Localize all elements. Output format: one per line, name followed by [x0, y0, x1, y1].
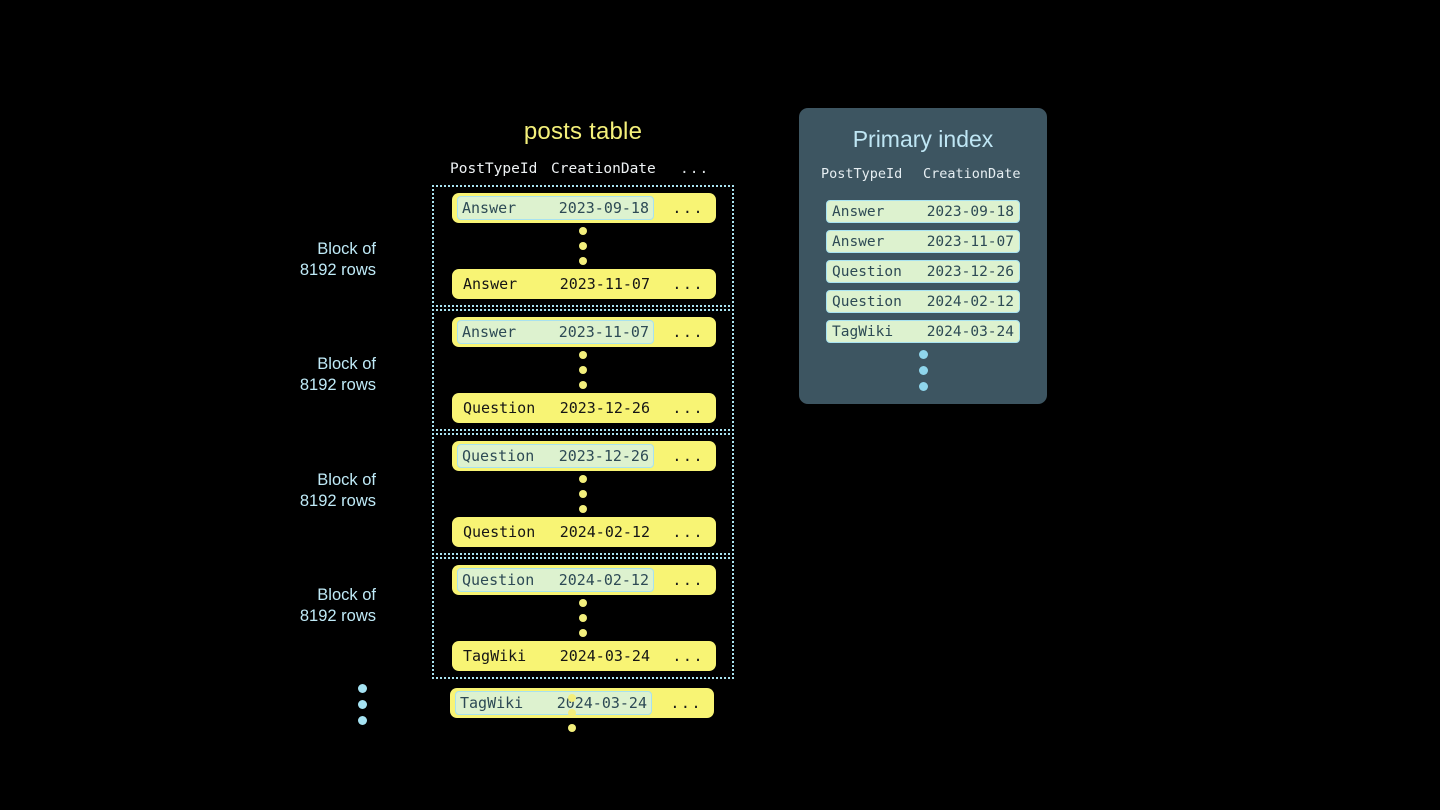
cell-posttypeid: Question: [463, 523, 536, 541]
posts-table-group: posts table PostTypeId CreationDate ... …: [432, 118, 734, 726]
block-label-line1: Block of: [317, 586, 376, 604]
table-row: Answer 2023-11-07 ...: [452, 317, 716, 347]
cell-posttypeid: Answer: [462, 199, 517, 217]
row-key-cells: TagWiki 2024-03-24: [455, 691, 652, 715]
cell-posttypeid: Answer: [462, 323, 517, 341]
cell-more: ...: [672, 523, 704, 541]
table-row: TagWiki 2024-03-24 ...: [450, 688, 714, 718]
trailing-row-group: TagWiki 2024-03-24 ...: [432, 681, 734, 724]
row-ellipsis-dots: [434, 347, 732, 393]
index-cell-posttypeid: TagWiki: [832, 323, 894, 340]
cell-creationdate: 2023-11-07: [558, 323, 649, 341]
posts-table-blocks: Answer 2023-09-18 ... Answer 2023-11-07 …: [432, 185, 734, 724]
table-row: Answer 2023-11-07 ...: [452, 269, 716, 299]
cell-more: ...: [672, 323, 704, 341]
cell-more: ...: [670, 694, 702, 712]
index-row: Question 2024-02-12: [826, 290, 1020, 313]
cell-posttypeid: Question: [462, 447, 535, 465]
cell-more: ...: [672, 647, 704, 665]
table-continuation-dots: [568, 694, 576, 732]
cell-more: ...: [672, 199, 704, 217]
table-row: Answer 2023-09-18 ...: [452, 193, 716, 223]
row-key-cells: Question 2024-02-12: [457, 568, 654, 592]
primary-index-title: Primary index: [852, 126, 994, 152]
blocks-continuation-dots: [358, 684, 367, 725]
block-label-line1: Block of: [317, 355, 376, 373]
block-label: Block of 8192 rows: [246, 470, 376, 512]
row-key-cells: Question 2023-12-26: [457, 444, 654, 468]
posts-table-column-headers: PostTypeId CreationDate ...: [432, 161, 734, 185]
table-block: Question 2023-12-26 ... Question 2024-02…: [432, 433, 734, 555]
table-row: Question 2024-02-12 ...: [452, 565, 716, 595]
cell-more: ...: [672, 275, 704, 293]
block-label-line1: Block of: [317, 240, 376, 258]
cell-creationdate: 2024-03-24: [556, 694, 647, 712]
block-label-line2: 8192 rows: [299, 376, 376, 394]
primary-index-rows: Answer 2023-09-18 Answer 2023-11-07 Ques…: [799, 200, 1047, 343]
index-continuation-dots: [799, 350, 1047, 391]
row-ellipsis-dots: [434, 595, 732, 641]
row-ellipsis-dots: [434, 223, 732, 269]
row-key-cells: Question 2023-12-26: [459, 396, 654, 420]
row-key-cells: Answer 2023-11-07: [457, 320, 654, 344]
table-row: TagWiki 2024-03-24 ...: [452, 641, 716, 671]
cell-creationdate: 2023-09-18: [558, 199, 649, 217]
index-row: Answer 2023-11-07: [826, 230, 1020, 253]
block-label-line1: Block of: [317, 471, 376, 489]
cell-creationdate: 2023-12-26: [558, 447, 649, 465]
index-cell-creationdate: 2024-03-24: [926, 323, 1014, 340]
cell-more: ...: [672, 571, 704, 589]
table-row: Question 2023-12-26 ...: [452, 393, 716, 423]
cell-posttypeid: Answer: [463, 275, 518, 293]
index-cell-posttypeid: Question: [832, 293, 902, 310]
index-cell-posttypeid: Answer: [832, 203, 885, 220]
index-cell-posttypeid: Question: [832, 263, 902, 280]
table-row: Question 2023-12-26 ...: [452, 441, 716, 471]
index-row: TagWiki 2024-03-24: [826, 320, 1020, 343]
block-label-line2: 8192 rows: [299, 492, 376, 510]
posts-table-title: posts table: [523, 118, 643, 145]
block-label-line2: 8192 rows: [299, 261, 376, 279]
cell-posttypeid: TagWiki: [460, 694, 524, 712]
block-label-line2: 8192 rows: [299, 607, 376, 625]
table-block: Answer 2023-11-07 ... Question 2023-12-2…: [432, 309, 734, 431]
column-header-ellipsis: ...: [680, 161, 710, 177]
cell-creationdate: 2024-02-12: [559, 523, 650, 541]
index-cell-creationdate: 2023-11-07: [926, 233, 1014, 250]
block-label: Block of 8192 rows: [246, 585, 376, 627]
table-block: Answer 2023-09-18 ... Answer 2023-11-07 …: [432, 185, 734, 307]
index-cell-creationdate: 2023-09-18: [926, 203, 1014, 220]
table-row: Question 2024-02-12 ...: [452, 517, 716, 547]
primary-index-column-headers: PostTypeId CreationDate: [799, 166, 1047, 188]
row-key-cells: Answer 2023-09-18: [457, 196, 654, 220]
primary-index-panel: Primary index PostTypeId CreationDate An…: [799, 108, 1047, 404]
cell-more: ...: [672, 447, 704, 465]
table-block: Question 2024-02-12 ... TagWiki 2024-03-…: [432, 557, 734, 679]
row-key-cells: Answer 2023-11-07: [459, 272, 654, 296]
cell-creationdate: 2023-11-07: [559, 275, 650, 293]
column-header-posttypeid: PostTypeId: [450, 161, 538, 177]
index-cell-posttypeid: Answer: [832, 233, 885, 250]
block-label: Block of 8192 rows: [246, 239, 376, 281]
index-row: Answer 2023-09-18: [826, 200, 1020, 223]
row-key-cells: Question 2024-02-12: [459, 520, 654, 544]
row-key-cells: TagWiki 2024-03-24: [459, 644, 654, 668]
cell-posttypeid: Question: [463, 399, 536, 417]
cell-posttypeid: Question: [462, 571, 535, 589]
cell-creationdate: 2024-02-12: [558, 571, 649, 589]
row-ellipsis-dots: [434, 471, 732, 517]
index-cell-creationdate: 2023-12-26: [926, 263, 1014, 280]
index-column-header-creationdate: CreationDate: [923, 166, 1021, 182]
index-row: Question 2023-12-26: [826, 260, 1020, 283]
cell-more: ...: [672, 399, 704, 417]
cell-posttypeid: TagWiki: [463, 647, 527, 665]
cell-creationdate: 2024-03-24: [559, 647, 650, 665]
index-column-header-posttypeid: PostTypeId: [821, 166, 903, 182]
block-label: Block of 8192 rows: [246, 354, 376, 396]
cell-creationdate: 2023-12-26: [559, 399, 650, 417]
index-cell-creationdate: 2024-02-12: [926, 293, 1014, 310]
column-header-creationdate: CreationDate: [551, 161, 656, 177]
